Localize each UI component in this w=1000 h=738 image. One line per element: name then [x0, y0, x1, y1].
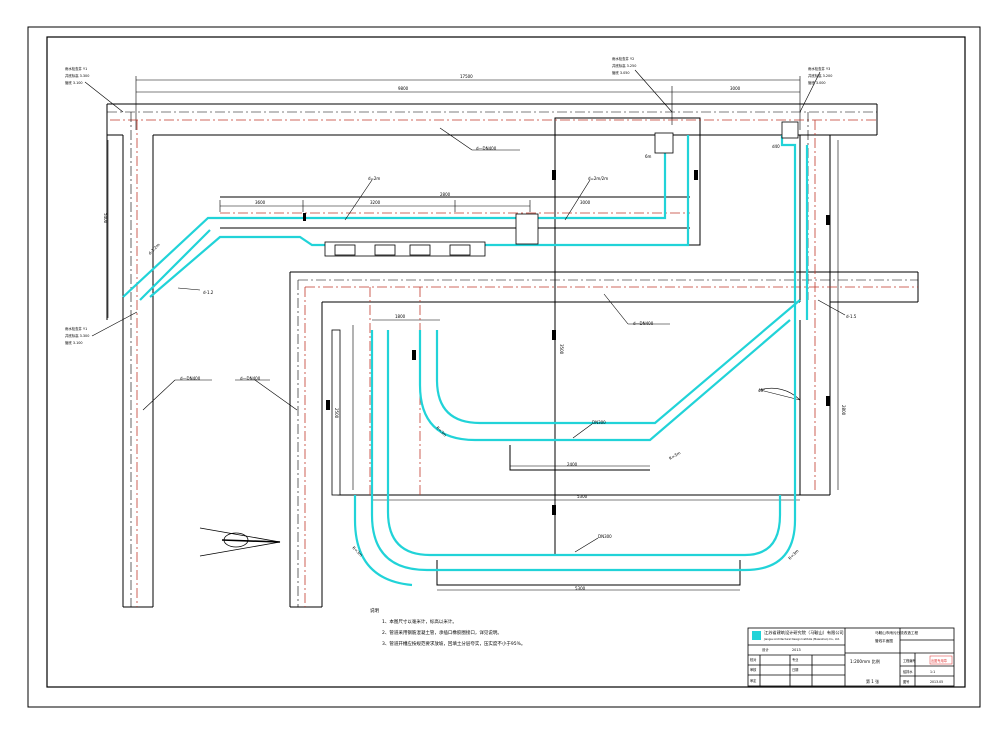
title-company-en: Jiangsu Architectural Design Institute (… [763, 637, 840, 641]
dim-lower-bottom: 5300 [575, 586, 586, 591]
well-note-12: 管底 3.100 [65, 340, 83, 345]
dim-lower: 2400 [567, 462, 578, 467]
well-notes: 雨水检查井 Y1 井底标高 3.300 管底 3.100 雨水检查井 Y2 井底… [65, 56, 832, 345]
notes-item-1: 1、本图尺寸以毫米计，标高以米计。 [382, 620, 457, 625]
well-note-1: 雨水检查井 Y1 [65, 66, 87, 71]
tb-label-5: 日期 [792, 667, 798, 672]
title-block [747, 627, 955, 687]
title-company: 江苏省建筑设计研究院（马鞍山）有限公司 [764, 629, 844, 636]
well-note-10: 雨水检查井 Y1 [65, 326, 87, 331]
pipe-label-4: 6m [645, 154, 652, 159]
pipe-label-diag: d-1.2 [203, 290, 214, 295]
well-note-6: 管底 3.050 [612, 70, 630, 75]
pipe-label-mid: d—DN400 [633, 321, 654, 326]
notes-item-3: 3、管道开槽应按规范要求放坡，回填土分层夸实，压实度不小于95%。 [382, 642, 526, 647]
pipe-label-1: d=2m [368, 176, 380, 181]
dimension-lines [107, 76, 839, 591]
notes: 说明 1、本图尺寸以毫米计，标高以米计。 2、管道采用钢筋混凝土管，承插口橡胶圈… [370, 606, 690, 650]
tb-value-3: 图号 [903, 679, 909, 684]
well-note-9: 管底 3.000 [808, 80, 826, 85]
tb-value-1: 工程编号 [903, 658, 916, 663]
dim-top-right: 3000 [730, 86, 741, 91]
well-note-11: 井底标高 3.300 [65, 333, 89, 338]
company-logo-icon [752, 631, 761, 640]
pipe-label-outer: DN300 [598, 534, 612, 539]
dim-mid-d: 3000 [580, 200, 591, 205]
sheet-border-outer [27, 26, 981, 708]
fittings [324, 121, 799, 496]
pipe-label-left2: d—DN400 [240, 376, 261, 381]
project-name: 马鞍山市雨污分流改造工程 [875, 630, 919, 635]
dim-small: 1800 [395, 314, 406, 319]
road-outlines [106, 103, 919, 608]
well-note-3: 管底 3.100 [65, 80, 83, 85]
pipe-label-5: d40 [772, 144, 780, 149]
north-arrow-icon [199, 527, 281, 557]
well-markers [303, 170, 830, 515]
pipe-label-3: d-1.2m [147, 242, 161, 256]
well-note-4: 雨水检查井 Y2 [612, 56, 634, 61]
dim-mid-a: 3600 [255, 200, 266, 205]
dim-mid-b: 3200 [370, 200, 381, 205]
well-note-8: 井底标高 3.200 [808, 73, 832, 78]
leader-lines [84, 69, 846, 553]
tb-label-0: 设计 [762, 647, 769, 652]
tb-value-5: 2013.05 [930, 680, 943, 684]
pipe-label-left1: d—DN400 [180, 376, 201, 381]
sheet-border-inner [46, 36, 966, 688]
dim-mid-c: 2800 [440, 192, 451, 197]
well-note-7: 雨水检查井 Y3 [808, 66, 830, 71]
dim-rise: 2500 [334, 408, 339, 419]
dim-right-v: 2800 [841, 405, 846, 416]
dim-bottom: 5300 [577, 494, 588, 499]
tb-label-4: 专业 [792, 657, 798, 662]
pipe-label-inner: DN300 [592, 420, 606, 425]
centerlines [110, 119, 918, 607]
pipe-label-2: d=2m/2m [588, 176, 608, 181]
tb-label-2: 审核 [750, 667, 757, 672]
tb-value-2: 给排水 [903, 669, 913, 674]
arc-text: R=3m R=3m R=3m R=3m [351, 425, 799, 561]
red-stamp: 出图专用章 [931, 658, 948, 663]
scale-label: 1:200mm 比例 [850, 658, 880, 665]
pipes [122, 135, 809, 587]
dim-vert-main: 3500 [559, 344, 564, 355]
angle-label: 45° [758, 388, 765, 393]
tb-label-3: 审定 [750, 678, 757, 683]
well-note-5: 井底标高 3.250 [612, 63, 636, 68]
red-stamp-box [929, 655, 953, 665]
pipe-label-6: d-1.5 [846, 314, 857, 319]
well-note-2: 井底标高 3.300 [65, 73, 89, 78]
notes-heading: 说明 [370, 609, 379, 614]
drawing-name: 管线平面图 [875, 638, 893, 643]
dim-top-total: 17500 [460, 74, 473, 79]
pipe-label-top: d—DN400 [476, 146, 497, 151]
dim-top-left: 9800 [398, 86, 409, 91]
arc-label-2: R=3m [668, 450, 681, 461]
dimension-text: 17500 9800 3000 3600 3200 2800 3000 3500… [103, 74, 846, 591]
tb-value-4: 1:1 [930, 670, 935, 674]
notes-item-2: 2、管道采用钢筋混凝土管，承插口橡胶圈接口，详见说明。 [382, 631, 502, 636]
tb-value-0: 2013 [792, 648, 801, 652]
arc-label-1: R=3m [435, 425, 447, 437]
arc-label-3: R=3m [351, 545, 363, 557]
dim-left-v: 5400 [103, 213, 108, 224]
sheet-no: 第 1 张 [866, 678, 879, 684]
pipe-text: d—DN400 d—DN400 d—DN400 d—DN400 d-1.2 DN… [147, 144, 857, 539]
tb-label-1: 校对 [750, 657, 757, 662]
